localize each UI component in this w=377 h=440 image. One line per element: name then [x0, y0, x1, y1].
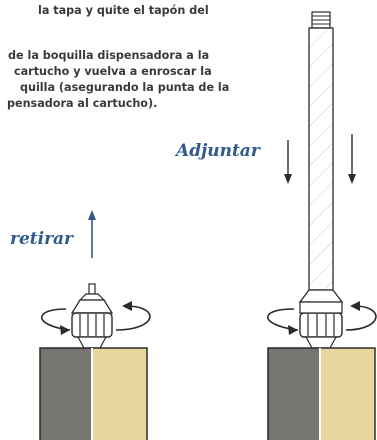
- curved-arrow-left-icon: [41, 308, 71, 335]
- curved-arrow-left-icon: [267, 308, 299, 335]
- nozzle-tip-long: [311, 11, 331, 29]
- nozzle-taper: [298, 289, 344, 303]
- instruction-line-4: quilla (asegurando la punta de la: [20, 81, 230, 94]
- instruction-line-1: la tapa y quite el tapón del: [38, 4, 209, 17]
- curved-arrow-right-icon: [115, 301, 151, 331]
- adjuntar-label: Adjuntar: [176, 141, 260, 161]
- arrow-up-icon: [88, 210, 96, 258]
- cartridge-left: [39, 347, 148, 440]
- instruction-line-3: cartucho y vuelva a enroscar la: [14, 65, 212, 78]
- cap-shoulder: [70, 299, 114, 314]
- cap-ribbed-right: [299, 312, 343, 338]
- retirar-label: retirar: [10, 229, 74, 249]
- right-assembly: [267, 11, 377, 440]
- neck: [76, 336, 108, 349]
- left-assembly: [39, 210, 151, 440]
- arrow-down-icon: [284, 140, 292, 184]
- curved-arrow-right-icon: [345, 301, 377, 331]
- arrow-down-icon: [348, 134, 356, 184]
- mixing-nozzle-tube: [308, 27, 334, 291]
- cap-ribbed: [71, 312, 113, 338]
- neck-right: [304, 336, 338, 349]
- nozzle-tip: [78, 283, 106, 301]
- cartridge-right: [267, 347, 376, 440]
- instruction-line-2: de la boquilla dispensadora a la: [8, 49, 210, 62]
- instruction-line-5: pensadora al cartucho).: [7, 97, 158, 110]
